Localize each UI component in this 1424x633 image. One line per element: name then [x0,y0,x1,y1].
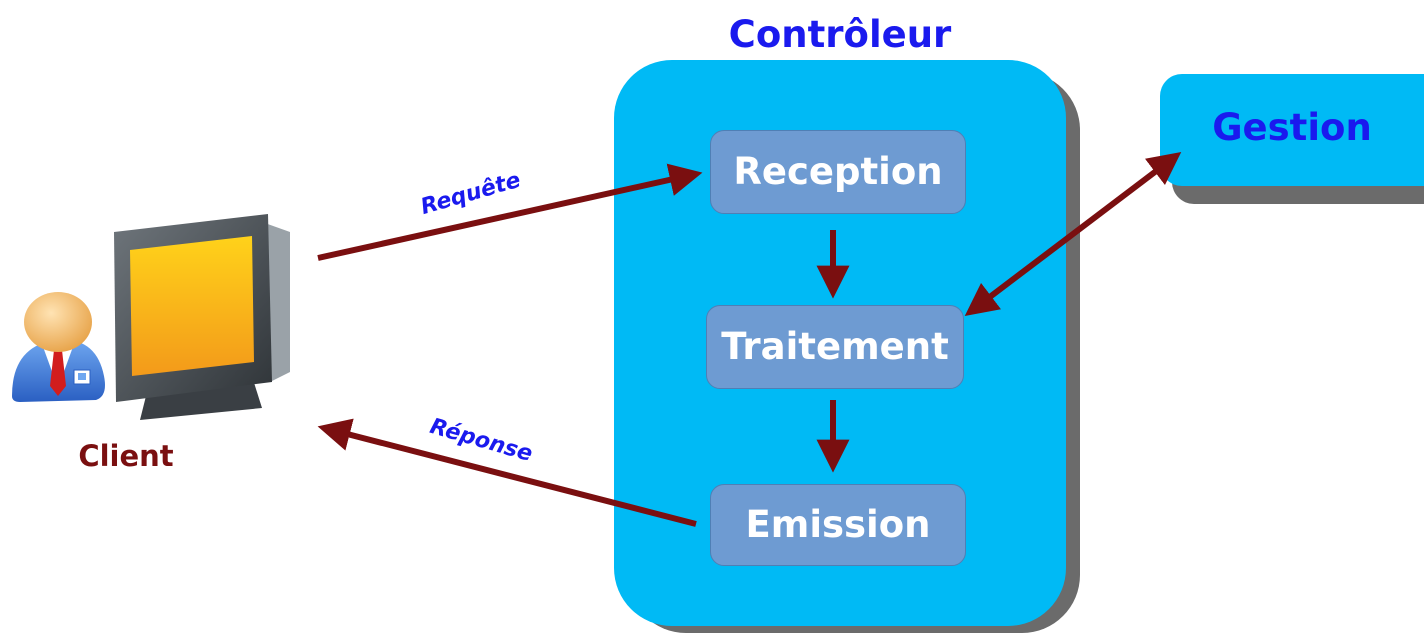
controller-title: Contrôleur [728,13,952,56]
client-label: Client [78,439,174,473]
response-arrow [317,418,697,527]
monitor-icon [114,214,290,420]
user-icon [12,292,105,402]
step-traitement: Traitement [706,305,964,389]
request-arrow [317,163,703,261]
gestion-box: Gestion [1160,74,1424,186]
arrow-traitement-gestion [964,152,1182,316]
step-emission: Emission [710,484,966,566]
